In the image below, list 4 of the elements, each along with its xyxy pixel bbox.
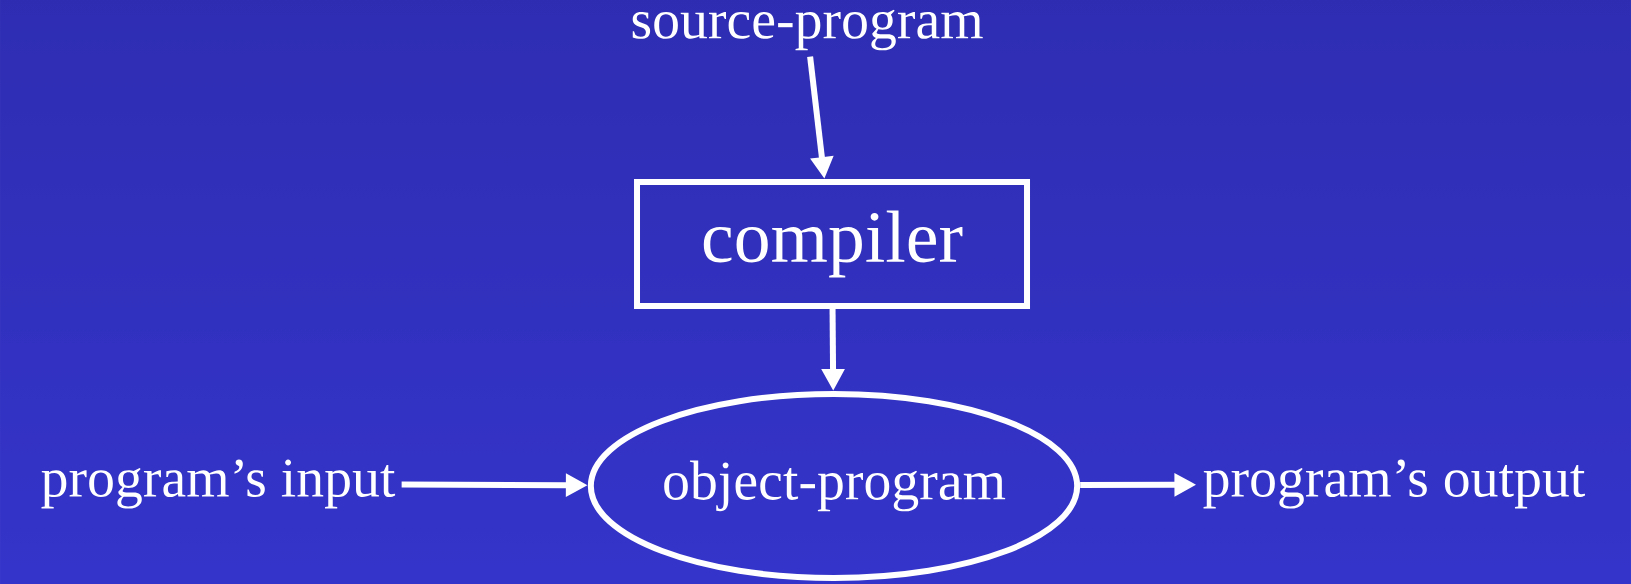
node-text: program’s output (1203, 459, 1585, 509)
node-text: program’s input (41, 459, 396, 509)
process-box: compiler (634, 179, 1030, 309)
node-text: source-program (632, 9, 983, 51)
